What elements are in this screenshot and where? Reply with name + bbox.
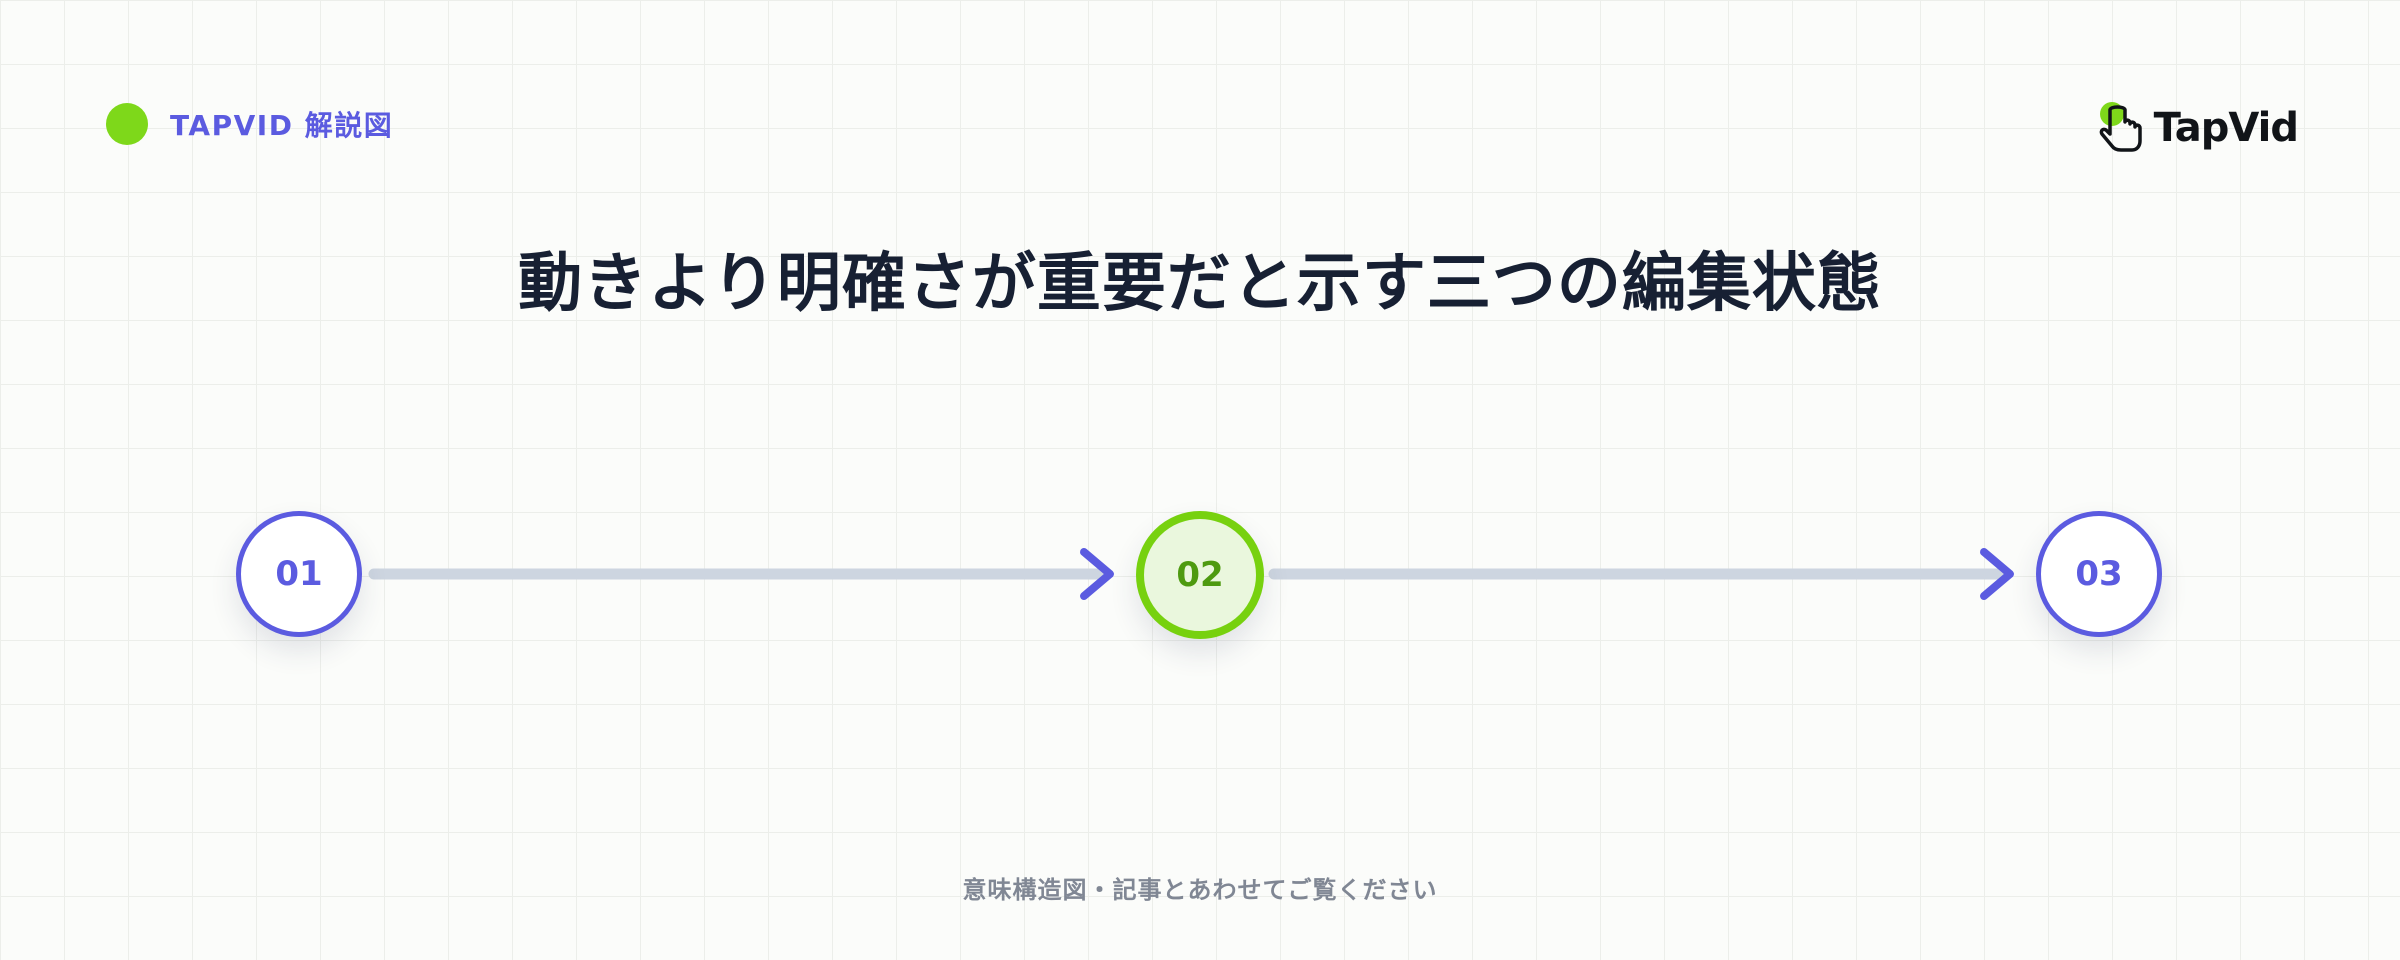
header-tag: TAPVID 解説図	[106, 103, 393, 145]
arrow-right-icon	[1080, 548, 1114, 600]
header-tag-label: TAPVID 解説図	[170, 109, 394, 142]
step-node-03: 03	[2036, 511, 2162, 637]
step-node-01: 01	[236, 511, 362, 637]
footer-note: 意味構造図・記事とあわせてご覧ください	[962, 876, 1438, 904]
step-node-02: 02	[1136, 511, 1264, 639]
logo: TapVid	[2098, 100, 2299, 156]
page-title: 動きより明確さが重要だと示す三つの編集状態	[518, 247, 1882, 321]
tap-hand-icon	[2099, 102, 2142, 152]
logo-text: TapVid	[2153, 105, 2299, 151]
tag-dot-icon	[106, 103, 148, 145]
arrow-right-icon	[1980, 548, 2014, 600]
